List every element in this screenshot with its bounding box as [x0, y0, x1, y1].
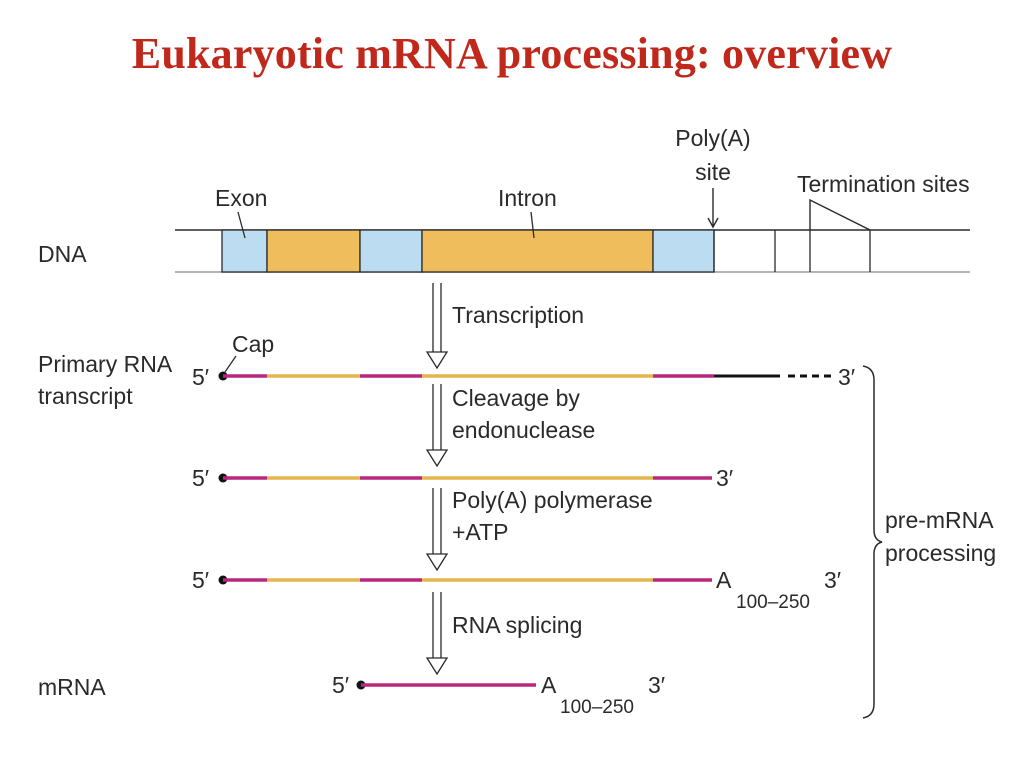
primary-three-prime: 3′ — [838, 364, 855, 390]
arrow-cleavage — [425, 384, 449, 468]
dna-strand — [175, 198, 970, 273]
primary-transcript: 5′ Cap 3′ — [192, 331, 855, 390]
polya-five-prime: 5′ — [192, 567, 209, 593]
polya-three-prime: 3′ — [824, 567, 841, 593]
termination-sites-label: Termination sites — [797, 171, 970, 197]
step-splicing: RNA splicing — [452, 612, 582, 638]
dna-label: DNA — [38, 241, 87, 267]
mrna-three-prime: 3′ — [648, 672, 665, 698]
exon-pointer — [237, 211, 246, 239]
mrna-tail-length: 100–250 — [560, 697, 634, 718]
primary-transcript-label-line2: transcript — [38, 383, 133, 409]
exon-label: Exon — [215, 185, 267, 211]
termination-flag — [809, 198, 871, 231]
primary-transcript-label-line1: Primary RNA — [38, 351, 173, 377]
polya-site-arrow-head — [707, 217, 719, 229]
dna-exon-2 — [359, 229, 423, 273]
polyadenylated-transcript: 5′ A 100–250 3′ — [192, 567, 841, 613]
pre-mrna-label-line2: processing — [885, 540, 996, 566]
process-arrows — [425, 283, 449, 676]
cap-label: Cap — [232, 331, 274, 357]
polya-site-label-line1: Poly(A) — [675, 125, 750, 151]
intron-label: Intron — [498, 185, 557, 211]
step-transcription: Transcription — [452, 302, 584, 328]
step-polymerase-line2: +ATP — [452, 519, 508, 545]
mature-mrna: 5′ A 100–250 3′ — [332, 672, 665, 718]
arrow-transcription — [425, 283, 449, 370]
step-cleavage-line2: endonuclease — [452, 417, 595, 443]
primary-five-prime: 5′ — [192, 364, 209, 390]
dna-intron-1 — [266, 229, 361, 273]
step-polymerase-line1: Poly(A) polymerase — [452, 487, 653, 513]
dna-exon-3 — [652, 229, 715, 273]
mrna-tail-a: A — [541, 672, 557, 698]
mrna-label: mRNA — [38, 674, 106, 700]
arrow-splicing — [425, 592, 449, 676]
step-cleavage-line1: Cleavage by — [452, 385, 580, 411]
dna-intron-2 — [421, 229, 654, 273]
mrna-five-prime: 5′ — [332, 672, 349, 698]
polya-site-label-line2: site — [695, 159, 731, 185]
slide-title: Eukaryotic mRNA processing: overview — [131, 29, 893, 78]
pre-mrna-bracket — [862, 365, 883, 719]
cleaved-transcript: 5′ 3′ — [192, 465, 733, 491]
intron-pointer — [530, 211, 535, 239]
polya-tail-length: 100–250 — [736, 592, 810, 613]
polya-tail-a: A — [716, 567, 732, 593]
cap-pointer — [224, 355, 237, 373]
cleaved-three-prime: 3′ — [716, 465, 733, 491]
pre-mrna-label-line1: pre-mRNA — [885, 507, 994, 533]
arrow-polyadenylation — [425, 488, 449, 572]
cleaved-five-prime: 5′ — [192, 465, 209, 491]
